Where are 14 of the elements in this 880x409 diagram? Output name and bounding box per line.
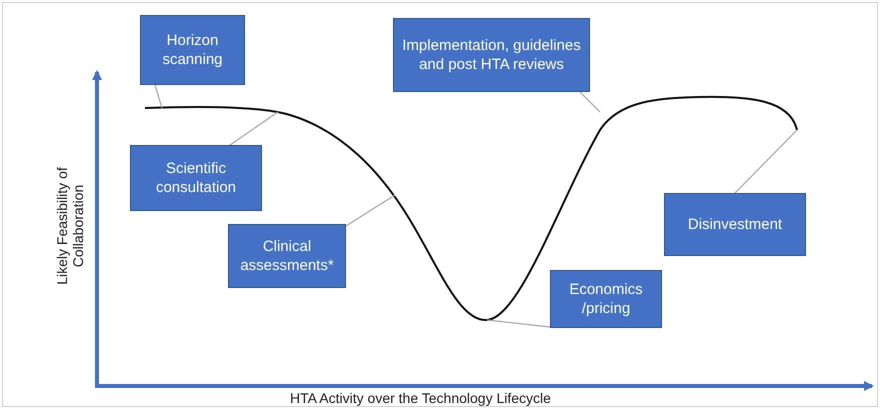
leader-line	[580, 92, 600, 112]
callout-box: Horizon scanning	[140, 15, 245, 85]
callout-box: Economics /pricing	[550, 270, 662, 328]
callout-box: Scientific consultation	[130, 145, 262, 211]
y-axis-label: Likely Feasibility of Collaboration	[54, 166, 86, 287]
callout-box: Implementation, guidelines and post HTA reviews	[393, 18, 590, 92]
leader-line	[154, 84, 163, 108]
leader-line	[734, 130, 798, 194]
x-axis-label: HTA Activity over the Technology Lifecycle	[290, 390, 551, 406]
callout-box: Disinvestment	[664, 193, 806, 256]
leader-line	[486, 319, 550, 328]
leader-line	[346, 194, 396, 226]
leader-line	[230, 112, 278, 146]
callout-box: Clinical assessments*	[228, 224, 346, 288]
